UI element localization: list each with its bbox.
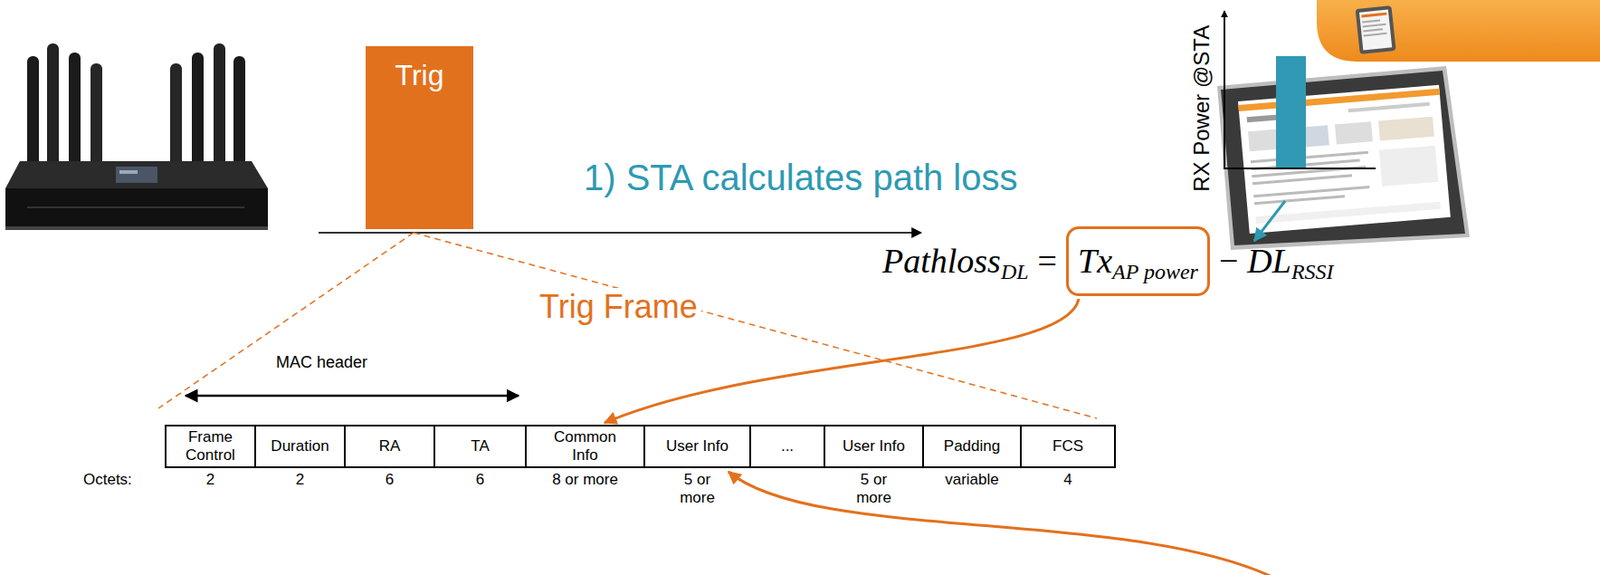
formula-term: DL (1247, 242, 1292, 281)
field-name: Common Info (525, 426, 645, 467)
field-name: ... (750, 426, 825, 467)
field-name: FCS (1020, 426, 1115, 467)
octet-count: 6 (385, 470, 394, 489)
frame-title: Trig Frame (535, 287, 702, 325)
octet-count: variable (944, 470, 1000, 489)
field-name: User Info (644, 426, 751, 467)
field-name: Padding (923, 426, 1021, 467)
step-caption: 1) STA calculates path loss (583, 156, 1019, 199)
axis-label: RX Power @STA (1189, 25, 1215, 192)
header-label: MAC header (276, 352, 368, 372)
tablet-illustration (1217, 66, 1470, 250)
formula-term: Pathloss (882, 242, 1001, 281)
box-label: AP power (1112, 259, 1199, 284)
rx-power-chart (1224, 10, 1376, 241)
field-name: User Info (824, 426, 924, 467)
octet-count: 2 (295, 470, 305, 489)
field-name: RA (344, 426, 435, 467)
frame-table (165, 425, 1115, 467)
formula-row: PathlossDL=TxAP power−DLRSSI (882, 226, 1334, 296)
field-name: TA (434, 426, 526, 467)
pointer-arrow (728, 471, 1278, 575)
formula-term: = (1038, 242, 1058, 281)
box-label: Tx (1077, 242, 1113, 281)
zoom-line (413, 232, 1097, 419)
formula-term: − (1219, 242, 1239, 281)
field-name: Duration (255, 426, 345, 467)
zoom-line (158, 232, 414, 409)
downlink-arrow (318, 231, 922, 234)
formula-term: RSSI (1291, 259, 1334, 284)
octet-count: 5 or more (676, 470, 719, 506)
corner-tab (1316, 0, 1600, 62)
octet-count: 5 or more (853, 470, 896, 506)
router-illustration (5, 43, 268, 230)
octet-count: 2 (206, 470, 215, 489)
field-name: Frame Control (165, 426, 256, 467)
box-label: Trig (365, 58, 474, 93)
octets-label: Octets: (83, 470, 133, 489)
formula-term: DL (1000, 259, 1029, 284)
octet-count: 6 (476, 470, 485, 489)
octet-count: 8 or more (552, 470, 619, 489)
tx-power-box: TxAP power (1066, 226, 1210, 296)
span-arrow (185, 394, 519, 398)
trigger-frame-box: Trig (365, 46, 474, 229)
octet-count: 4 (1063, 470, 1072, 489)
